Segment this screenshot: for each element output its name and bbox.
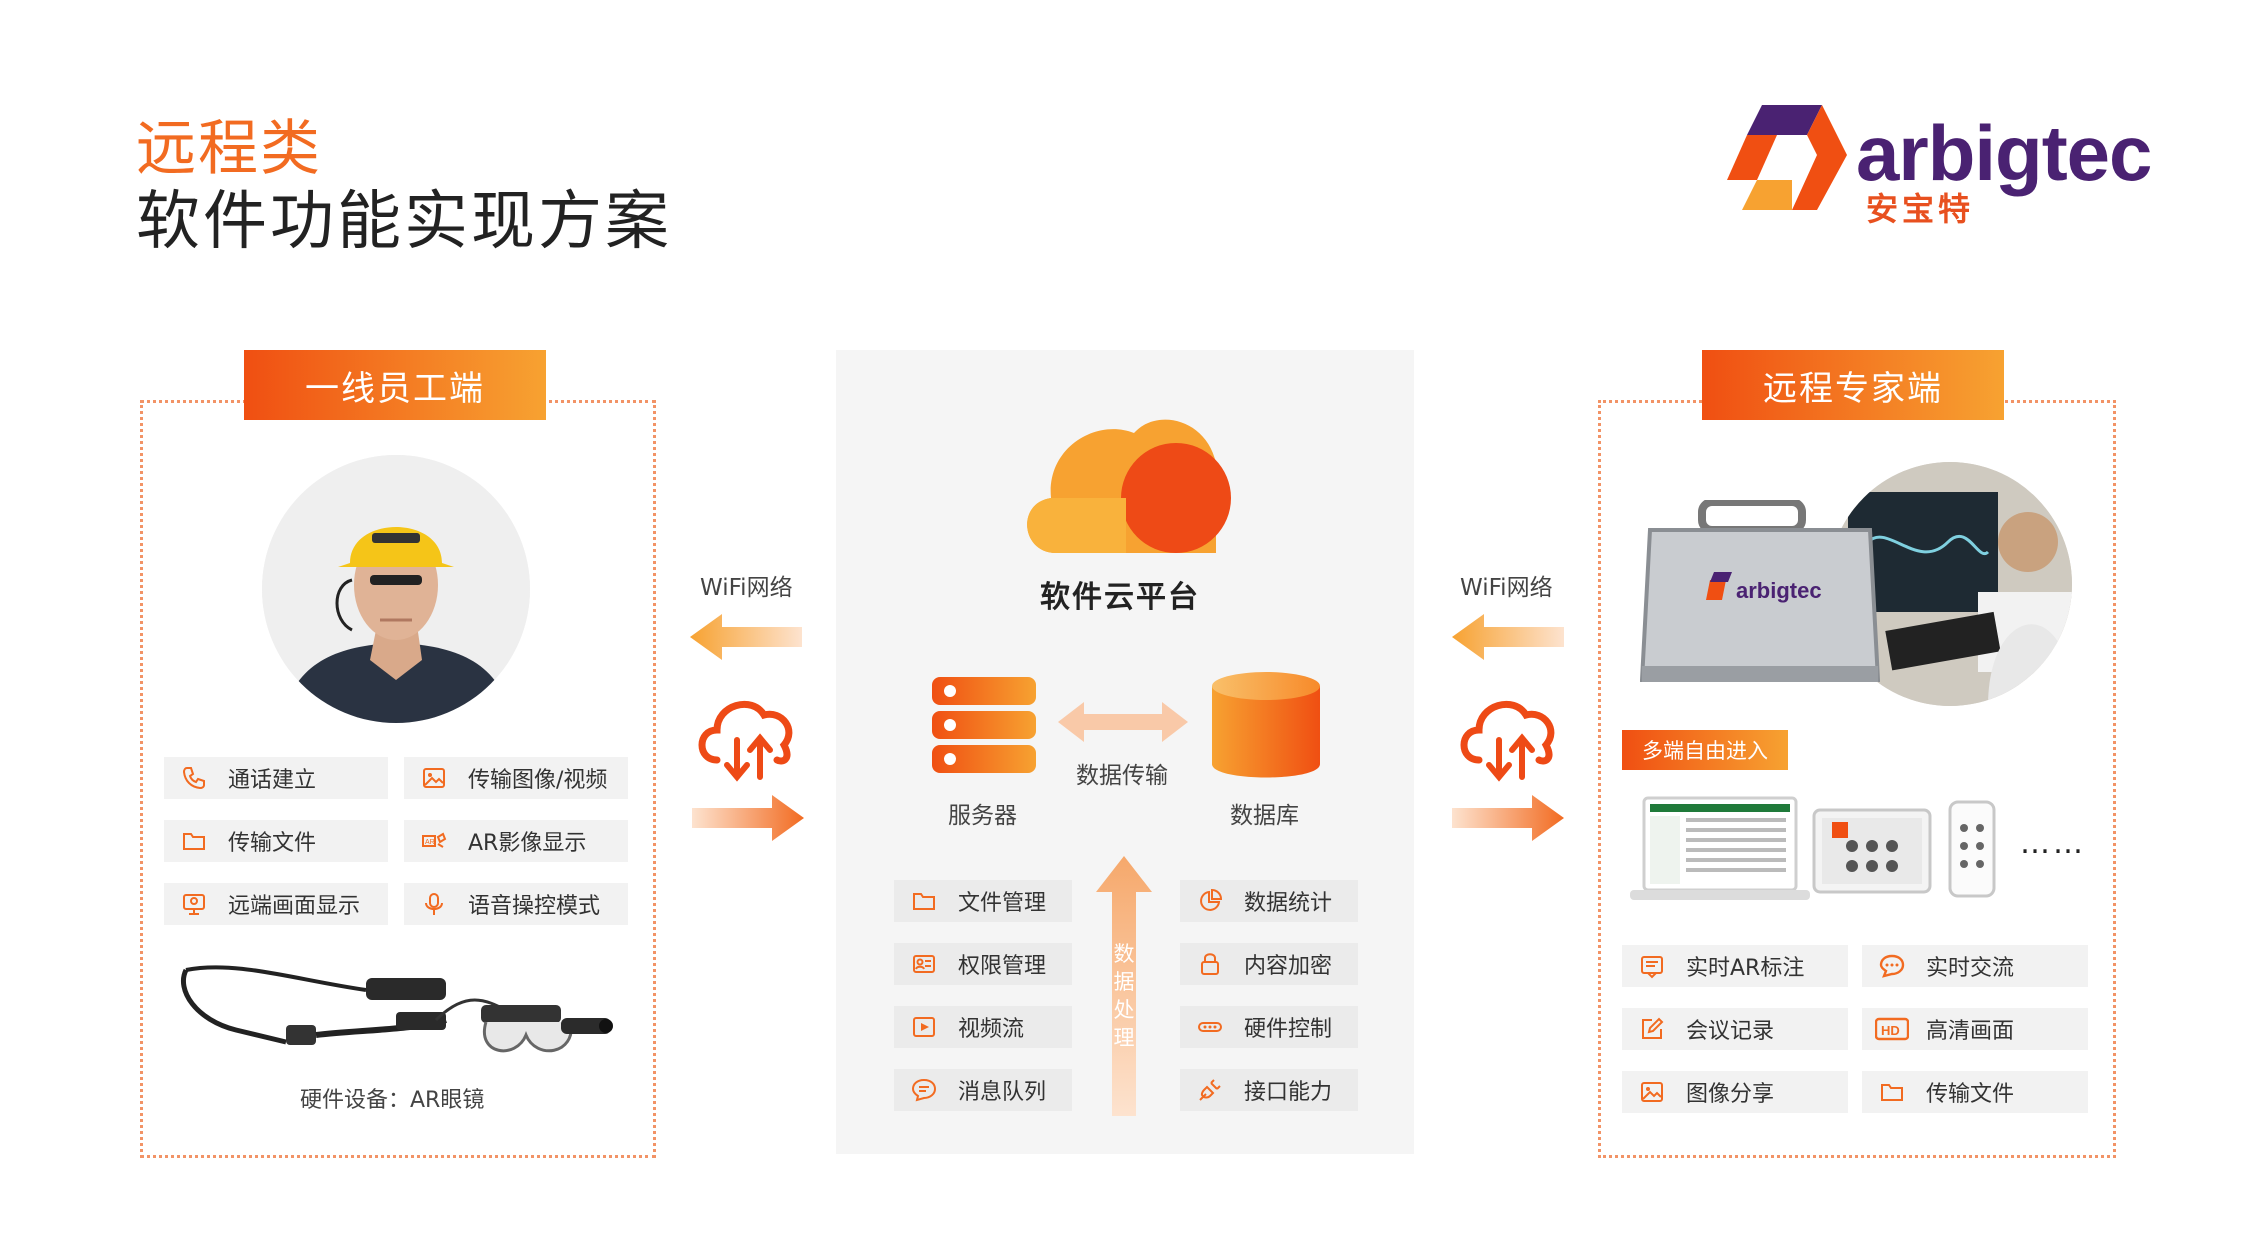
feature-label: AR影像显示 [468,831,587,856]
data-transfer-label: 数据传输 [1076,763,1168,789]
worker-photo [262,455,530,723]
feature-label: 内容加密 [1244,954,1333,979]
page-title: 软件功能实现方案 [136,185,672,259]
feature-label: 数据统计 [1244,891,1333,916]
feature-label: 接口能力 [1244,1080,1333,1105]
feature-hd-video: HD 高清画面 [1862,1008,2088,1050]
feature-content-encryption: 内容加密 [1180,943,1358,985]
folder-icon [904,888,944,914]
phone-device-image [1948,800,1996,898]
feature-ar-annotation: 实时AR标注 [1622,945,1848,987]
feature-remote-display: 远端画面显示 [164,883,388,925]
feature-transfer-media: 传输图像/视频 [404,757,628,799]
edit-icon [1632,1016,1672,1042]
server-icon [932,677,1036,773]
arrow-left-icon [1452,614,1564,660]
hd-icon: HD [1872,1016,1912,1042]
multi-device-badge: 多端自由进入 [1622,730,1788,770]
phone-icon [174,765,214,791]
ar-glasses-image [181,965,613,1053]
database-label: 数据库 [1230,803,1299,829]
chat-bubble-icon [1872,953,1912,979]
feature-label: 传输文件 [1926,1082,2015,1107]
expert-photo [1828,462,2072,706]
feature-realtime-chat: 实时交流 [1862,945,2088,987]
server-label: 服务器 [948,803,1017,829]
expert-panel-title: 远程专家端 [1702,350,2004,420]
folder-icon [1872,1079,1912,1105]
feature-label: 高清画面 [1926,1019,2015,1044]
id-card-icon [904,951,944,977]
tablet-device-image [1812,808,1932,894]
data-processing-arrow-icon [1096,856,1152,1116]
feature-meeting-notes: 会议记录 [1622,1008,1848,1050]
wifi-label-right: WiFi网络 [1460,575,1553,601]
logo-mark-icon [1727,105,1847,210]
cloud-sync-icon [1460,700,1555,782]
plug-icon [1190,1077,1230,1103]
feature-call-setup: 通话建立 [164,757,388,799]
annotate-icon [1632,953,1672,979]
suitcase-image: arbigtec [1640,500,1880,682]
hardware-caption: 硬件设备：AR眼镜 [300,1088,485,1113]
page-title-category: 远程类 [136,114,322,184]
arrow-right-icon [1452,795,1564,841]
suitcase-logo-text: arbigtec [1736,578,1822,603]
laptop-device-image [1630,796,1810,900]
chart-icon [1190,888,1230,914]
image-icon [1632,1079,1672,1105]
feature-file-management: 文件管理 [894,880,1072,922]
feature-video-stream: 视频流 [894,1006,1072,1048]
logo-wordmark: arbigtec [1856,109,2152,197]
cloud-icon [1027,419,1231,553]
frontline-panel-title: 一线员工端 [244,350,546,420]
cloud-platform-label: 软件云平台 [1040,580,1200,615]
feature-label: 实时交流 [1926,956,2015,981]
feature-label: 硬件控制 [1244,1017,1333,1042]
feature-label: 视频流 [958,1017,1025,1042]
feature-data-statistics: 数据统计 [1180,880,1358,922]
feature-transfer-file-expert: 传输文件 [1862,1071,2088,1113]
arrow-left-icon [690,614,802,660]
feature-permission-management: 权限管理 [894,943,1072,985]
feature-transfer-file: 传输文件 [164,820,388,862]
svg-text:HD: HD [1881,1023,1900,1038]
wifi-label-left: WiFi网络 [700,575,793,601]
logo-chinese: 安宝特 [1866,190,1975,228]
feature-label: 语音操控模式 [468,894,601,919]
arrow-right-icon [692,795,804,841]
mic-icon [414,891,454,917]
feature-label: 消息队列 [958,1080,1047,1105]
database-icon [1212,672,1320,778]
feature-image-sharing: 图像分享 [1622,1071,1848,1113]
feature-hardware-control: 硬件控制 [1180,1006,1358,1048]
cloud-sync-icon [698,700,793,782]
feature-label: 通话建立 [228,768,317,793]
monitor-icon [174,891,214,917]
feature-label: 实时AR标注 [1686,956,1805,981]
feature-label: 图像分享 [1686,1082,1775,1107]
feature-api-capability: 接口能力 [1180,1069,1358,1111]
feature-label: 传输图像/视频 [468,768,608,793]
image-icon [414,765,454,791]
feature-label: 传输文件 [228,831,317,856]
data-processing-label: 数据处理 [1113,942,1135,1050]
toggle-icon [1190,1014,1230,1040]
feature-label: 会议记录 [1686,1019,1775,1044]
ar-icon: AR [414,828,454,854]
feature-label: 权限管理 [958,954,1047,979]
play-icon [904,1014,944,1040]
svg-text:AR: AR [425,839,435,846]
folder-icon [174,828,214,854]
more-devices-ellipsis: …… [2020,826,2086,861]
chat-icon [904,1077,944,1103]
feature-voice-control: 语音操控模式 [404,883,628,925]
bidirectional-arrow-icon [1058,702,1188,742]
feature-ar-display: AR AR影像显示 [404,820,628,862]
feature-message-queue: 消息队列 [894,1069,1072,1111]
lock-icon [1190,951,1230,977]
feature-label: 文件管理 [958,891,1047,916]
feature-label: 远端画面显示 [228,894,361,919]
